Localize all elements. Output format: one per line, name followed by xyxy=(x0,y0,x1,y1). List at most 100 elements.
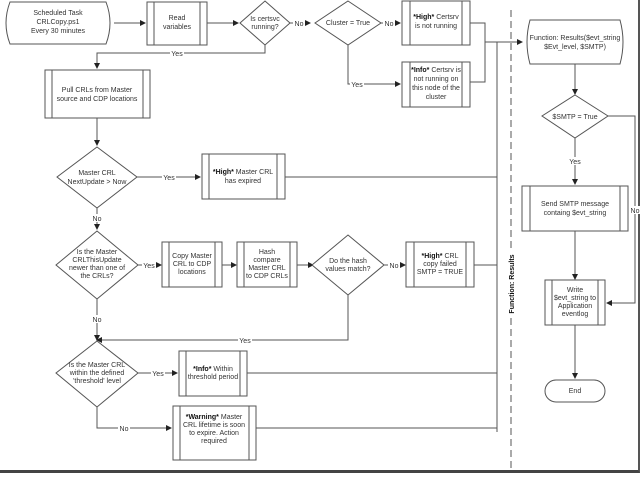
node-text-line: $Evt_level, $SMTP) xyxy=(544,44,606,51)
node-text-line: eventlog xyxy=(562,311,589,318)
edge-label-cluster-yes: Yes xyxy=(351,82,363,89)
node-text-line: Is the Master xyxy=(77,249,118,256)
node-text-line: SMTP = TRUE xyxy=(417,269,464,276)
node-text-line: Hash xyxy=(259,249,275,256)
process-shape xyxy=(44,69,151,119)
node-text-line: Master CRL xyxy=(248,265,285,272)
decision-shape xyxy=(55,340,139,408)
node-text-line: $evt_string to xyxy=(554,295,596,302)
node-cluster-true: Cluster = True xyxy=(314,0,382,46)
node-end: End xyxy=(544,379,606,403)
node-text-line: *High* Certsrv xyxy=(413,14,459,21)
node-text-line: Application xyxy=(558,303,592,310)
terminator-shape xyxy=(5,1,111,45)
edge-label-nextupdate-yes: Yes xyxy=(163,175,175,182)
node-smtp-true: $SMTP = True xyxy=(541,94,609,139)
decision-shape xyxy=(56,146,138,209)
connectors xyxy=(94,20,636,432)
node-text-line: Copy Master xyxy=(172,253,212,260)
edge-certsvc-merge xyxy=(470,22,486,83)
severity-tag: *Info* xyxy=(411,67,431,74)
node-text-line: not running on xyxy=(414,76,459,83)
node-text-line: Function: Results($evt_string xyxy=(530,35,621,42)
node-text-line: *Info* Within xyxy=(193,366,233,373)
node-text-line: CRLThisUpdate xyxy=(72,257,121,264)
node-text-line: Cluster = True xyxy=(326,20,370,27)
decision-shape xyxy=(314,0,382,46)
terminator-shape xyxy=(544,379,606,403)
process-shape xyxy=(521,185,629,232)
edge-label-smtp-no: No xyxy=(631,208,640,215)
edge-label-certsvc-no: No xyxy=(295,21,304,28)
node-high-certsvc-text: *High* Certsrv is not running xyxy=(413,14,459,30)
process-shape xyxy=(405,241,475,288)
node-text-line: *Warning* Master xyxy=(186,414,243,421)
edge-match-yes xyxy=(96,295,349,343)
node-text-line: locations xyxy=(178,269,206,276)
swimlane-label: Function: Results xyxy=(509,254,516,313)
node-text-line: running? xyxy=(251,24,278,31)
node-text-line: Every 30 minutes xyxy=(31,28,86,35)
node-text-line: variables xyxy=(163,24,192,31)
process-shape xyxy=(161,241,223,288)
severity-tag: *High* xyxy=(422,253,445,260)
node-text-line: CRL lifetime is soon xyxy=(183,422,245,429)
edge-label-cluster-no: No xyxy=(385,21,394,28)
node-text-line: newer than one of xyxy=(69,265,125,272)
node-text-line: to expire. Action xyxy=(189,430,239,437)
node-function-text: Function: Results($evt_string $Evt_level,… xyxy=(530,35,621,51)
node-text-line: 'threshold' level xyxy=(73,378,121,385)
decision-shape xyxy=(311,234,385,296)
node-text-line: CRLCopy.ps1 xyxy=(36,19,79,26)
node-read-variables: Read variables xyxy=(146,1,208,46)
node-text-line: within the defined xyxy=(69,370,125,377)
node-text-line: Write xyxy=(567,287,583,294)
edge-label-smtp-yes: Yes xyxy=(569,159,581,166)
severity-tag: *Warning* xyxy=(186,414,221,421)
swimlane-label-bg xyxy=(505,252,517,316)
edge-cluster-yes xyxy=(347,45,401,87)
severity-tag: *Info* xyxy=(193,366,213,373)
edge-label-hash-no: No xyxy=(390,263,399,270)
node-text-line: values match? xyxy=(325,266,370,273)
node-text-line: compare xyxy=(253,257,280,264)
node-text-line: Do the hash xyxy=(329,258,367,265)
terminator-shape xyxy=(526,19,624,65)
edge-label-threshold-yes: Yes xyxy=(152,371,164,378)
process-shape xyxy=(146,1,208,46)
node-high-certsvc: *High* Certsrv is not running xyxy=(401,0,471,46)
process-shape xyxy=(544,279,606,326)
process-shape xyxy=(236,241,298,288)
node-text-line: Master CRL xyxy=(78,170,115,177)
edge-label-thisupdate-no: No xyxy=(93,317,102,324)
node-text-line: is not running xyxy=(415,23,457,30)
node-text-line: Read xyxy=(169,15,186,22)
node-text-line: $SMTP = True xyxy=(552,114,597,121)
node-text-line: CRL to CDP xyxy=(173,261,212,268)
edge-labels: Yes No No Yes Yes No Yes No No Yes Yes N… xyxy=(91,19,641,433)
process-shape xyxy=(172,405,257,461)
node-smtp-true-text: $SMTP = True xyxy=(552,114,597,121)
process-shape xyxy=(401,0,471,46)
node-text-line: has expired xyxy=(225,178,261,185)
